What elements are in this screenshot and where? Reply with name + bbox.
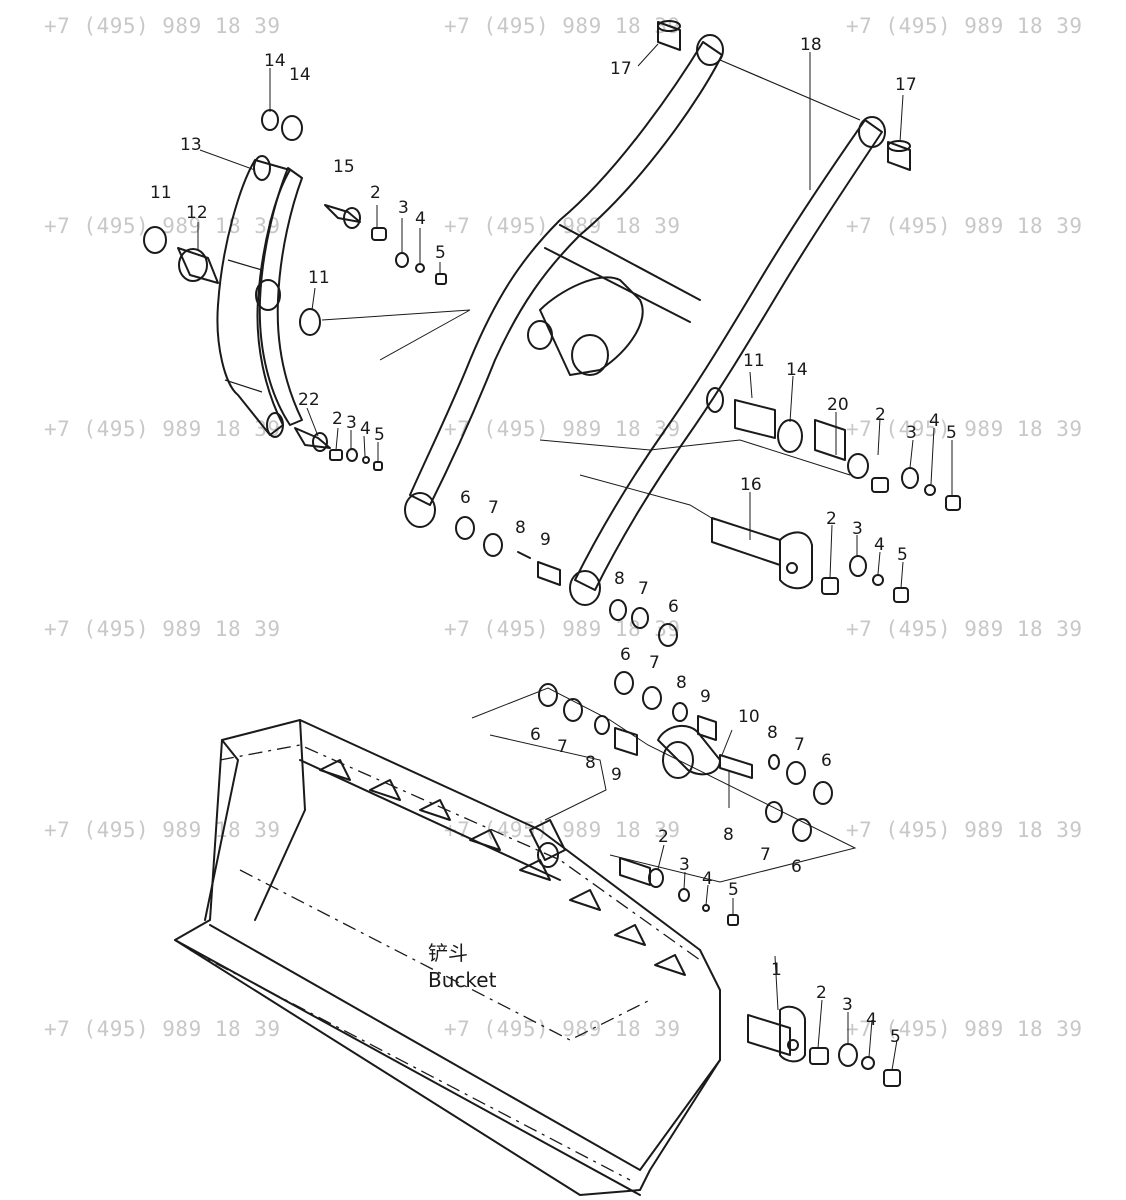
label-7: 7 xyxy=(649,653,660,673)
label-6: 6 xyxy=(530,725,541,745)
watermark: +7 (495) 989 18 39 xyxy=(444,818,681,842)
watermark: +7 (495) 989 18 39 xyxy=(846,14,1083,38)
label-4: 4 xyxy=(929,411,940,431)
label-5: 5 xyxy=(946,423,957,443)
label-8: 8 xyxy=(585,753,596,773)
watermark: +7 (495) 989 18 39 xyxy=(44,417,281,441)
label-4: 4 xyxy=(866,1010,877,1030)
label-11: 11 xyxy=(150,183,172,203)
label-2: 2 xyxy=(658,827,669,847)
label-13: 13 xyxy=(180,135,202,155)
watermark: +7 (495) 989 18 39 xyxy=(444,1017,681,1041)
label-6: 6 xyxy=(821,751,832,771)
label-15: 15 xyxy=(333,157,355,177)
bucket xyxy=(174,719,721,1196)
label-3: 3 xyxy=(398,198,409,218)
label-5: 5 xyxy=(890,1027,901,1047)
label-14: 14 xyxy=(264,51,286,71)
label-2: 2 xyxy=(332,409,343,429)
label-9: 9 xyxy=(700,687,711,707)
label-4: 4 xyxy=(702,869,713,889)
watermark: +7 (495) 989 18 39 xyxy=(846,417,1083,441)
label-8: 8 xyxy=(515,518,526,538)
leader-lines xyxy=(197,43,953,1071)
watermark: +7 (495) 989 18 39 xyxy=(44,1017,281,1041)
part-labels: 14 14 13 15 11 12 2 3 4 5 11 22 2 3 4 5 … xyxy=(150,35,957,1047)
label-10: 10 xyxy=(738,707,760,727)
label-8: 8 xyxy=(767,723,778,743)
label-8: 8 xyxy=(614,569,625,589)
label-3: 3 xyxy=(679,855,690,875)
bucket-caption: 铲斗 Bucket xyxy=(428,941,497,992)
link-hardware xyxy=(455,516,857,883)
label-1: 1 xyxy=(771,960,782,980)
rocker-hardware xyxy=(143,109,471,471)
label-6: 6 xyxy=(791,857,802,877)
watermark: +7 (495) 989 18 39 xyxy=(444,617,681,641)
label-3: 3 xyxy=(906,423,917,443)
bucket-hardware xyxy=(619,857,901,1087)
label-5: 5 xyxy=(897,545,908,565)
label-11: 11 xyxy=(743,351,765,371)
label-6: 6 xyxy=(668,597,679,617)
label-17: 17 xyxy=(895,75,917,95)
label-7: 7 xyxy=(557,737,568,757)
label-9: 9 xyxy=(611,765,622,785)
rocker-arm xyxy=(216,155,303,438)
label-7: 7 xyxy=(794,735,805,755)
watermark: +7 (495) 989 18 39 xyxy=(846,214,1083,238)
label-11: 11 xyxy=(308,268,330,288)
label-5: 5 xyxy=(374,425,385,445)
boom xyxy=(404,34,886,606)
label-8: 8 xyxy=(676,673,687,693)
watermark: +7 (495) 989 18 39 xyxy=(846,818,1083,842)
label-22: 22 xyxy=(298,390,320,410)
label-9: 9 xyxy=(540,530,551,550)
label-2: 2 xyxy=(875,405,886,425)
label-16: 16 xyxy=(740,475,762,495)
label-3: 3 xyxy=(346,413,357,433)
watermark: +7 (495) 989 18 39 xyxy=(846,617,1083,641)
label-7: 7 xyxy=(760,845,771,865)
label-5: 5 xyxy=(728,880,739,900)
bucket-label-en: Bucket xyxy=(428,968,497,992)
label-4: 4 xyxy=(874,535,885,555)
watermark: +7 (495) 989 18 39 xyxy=(44,617,281,641)
boom-pins xyxy=(657,20,911,171)
label-3: 3 xyxy=(852,519,863,539)
label-20: 20 xyxy=(827,395,849,415)
label-4: 4 xyxy=(360,419,371,439)
label-5: 5 xyxy=(435,243,446,263)
label-7: 7 xyxy=(488,498,499,518)
label-14: 14 xyxy=(289,65,311,85)
label-18: 18 xyxy=(800,35,822,55)
label-2: 2 xyxy=(816,983,827,1003)
bucket-label-cn: 铲斗 xyxy=(428,941,468,965)
watermark: +7 (495) 989 18 39 xyxy=(44,818,281,842)
label-12: 12 xyxy=(186,203,208,223)
label-6: 6 xyxy=(620,645,631,665)
watermark: +7 (495) 989 18 39 xyxy=(44,214,281,238)
watermark: +7 (495) 989 18 39 xyxy=(444,417,681,441)
label-2: 2 xyxy=(370,183,381,203)
label-4: 4 xyxy=(415,209,426,229)
watermark: +7 (495) 989 18 39 xyxy=(44,14,281,38)
label-8: 8 xyxy=(723,825,734,845)
label-17: 17 xyxy=(610,59,632,79)
label-2: 2 xyxy=(826,509,837,529)
label-6: 6 xyxy=(460,488,471,508)
watermark: +7 (495) 989 18 39 xyxy=(444,14,681,38)
watermark: +7 (495) 989 18 39 xyxy=(846,1017,1083,1041)
label-14: 14 xyxy=(786,360,808,380)
label-3: 3 xyxy=(842,995,853,1015)
label-7: 7 xyxy=(638,579,649,599)
watermarks: +7 (495) 989 18 39 +7 (495) 989 18 39 +7… xyxy=(44,14,1083,1041)
